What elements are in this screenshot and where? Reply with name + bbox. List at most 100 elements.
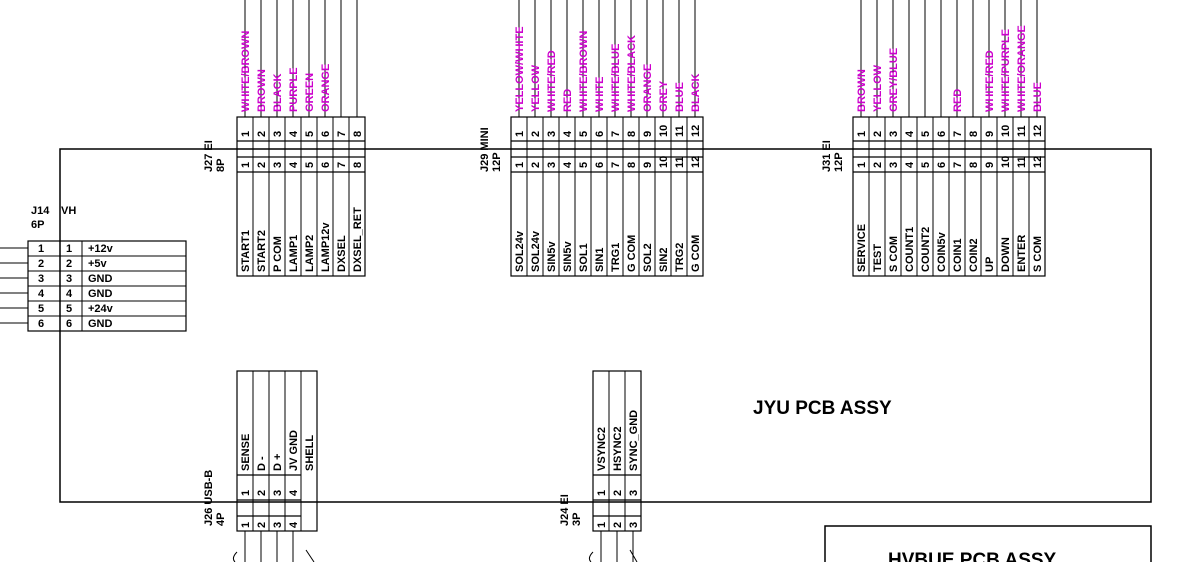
j14-signal-label: GND (88, 318, 113, 330)
j31-pin-number: 12 (1032, 125, 1044, 137)
j27-wire-color-label: GREEN (304, 73, 316, 112)
j31-pin-number: 1 (856, 131, 868, 137)
j27-wire-color-label: ORANGE (320, 64, 332, 112)
j31-pin-number: 5 (920, 131, 932, 137)
j27-wire-color-label: BROWN (256, 69, 268, 112)
j27-pin-number: 5 (304, 131, 316, 137)
j31-pin-count: 12P (833, 152, 845, 172)
j14-pin-number: 6 (66, 318, 72, 330)
j24-signal-label: HSYNC2 (612, 426, 624, 471)
j27-pin-number: 8 (352, 131, 364, 137)
j27-pin-number: 3 (272, 162, 284, 168)
j31-pin-number: 11 (1016, 156, 1028, 168)
j27-connector-label: J27 EI (203, 140, 215, 172)
j31-pin-number: 1 (856, 162, 868, 168)
j31-pin-number: 8 (968, 131, 980, 137)
j31-pin-number: 9 (984, 162, 996, 168)
j24-cable-shield (588, 551, 594, 562)
j27-signal-label: LAMP2 (304, 235, 316, 272)
j24-pin-number: 2 (612, 490, 624, 496)
j29-signal-label: SOL2 (642, 243, 654, 272)
j29-pin-number: 3 (546, 162, 558, 168)
j31-connector-label: J31 EI (821, 140, 833, 172)
j29-pin-count: 12P (491, 152, 503, 172)
j14-signal-label: GND (88, 288, 113, 300)
j14-pin-number: 3 (66, 273, 72, 285)
j29-pin-number: 6 (594, 131, 606, 137)
j24-signal-label: VSYNC2 (596, 427, 608, 471)
j27-signal-label: LAMP1 (288, 235, 300, 272)
j31-wire-color-label: BROWN (856, 69, 868, 112)
j26-pin-number: 1 (240, 490, 252, 496)
j31-pin-number: 12 (1032, 156, 1044, 168)
j29-pin-number: 11 (674, 125, 686, 137)
j26-pin-number: 3 (272, 490, 284, 496)
j27-pin-number: 5 (304, 162, 316, 168)
j29-wire-color-label: YELLOW/WHITE (514, 26, 526, 112)
j31-wire-color-label: RED (952, 89, 964, 112)
j31-pin-number: 6 (936, 162, 948, 168)
j29-wire-color-label: RED (562, 89, 574, 112)
j26-connector-label: J26 USB-B (203, 470, 215, 526)
j31-signal-label: COIN1 (952, 238, 964, 272)
j24-pin-number: 1 (596, 490, 608, 496)
j24-pin-count: 3P (571, 513, 583, 526)
j26-signal-label: D + (272, 454, 284, 471)
j29-wire-color-label: WHITE/RED (546, 50, 558, 112)
j29-pin-number: 1 (514, 162, 526, 168)
j26-pin-number: 2 (256, 490, 268, 496)
j29-wire-color-label: WHITE/BROWN (578, 31, 590, 112)
j29-wire-color-label: BLACK (690, 73, 702, 112)
j31-pin-number: 4 (904, 130, 916, 137)
j31-wire-color-label: BLUE (1032, 82, 1044, 112)
j26-pin-number: 4 (288, 489, 300, 496)
j31-signal-label: S COM (1032, 236, 1044, 272)
j29-wire-color-label: GREY (658, 80, 670, 112)
j31-pin-number: 11 (1016, 125, 1028, 137)
j27-pin-number: 1 (240, 131, 252, 137)
j27-signal-label: DXSEL_RET (352, 207, 364, 272)
j31-pin-number: 10 (1000, 156, 1012, 168)
j29-pin-number: 4 (562, 161, 574, 168)
j31-wire-color-label: WHITE/RED (984, 50, 996, 112)
j24-signal-label: SYNC_GND (628, 410, 640, 471)
j31-pin-number: 3 (888, 162, 900, 168)
j26-pin-number: 4 (288, 521, 300, 528)
j14-pin-number: 1 (66, 243, 72, 255)
j29-signal-label: SIN2 (658, 248, 670, 272)
j14-signal-label: GND (88, 273, 113, 285)
j29-signal-label: G COM (626, 235, 638, 272)
j29-pin-number: 4 (562, 130, 574, 137)
j27-signal-label: LAMP12v (320, 222, 332, 272)
j31-signal-label: COIN5v (936, 231, 948, 272)
j14-connector-type: VH (61, 205, 76, 217)
j29-pin-number: 8 (626, 162, 638, 168)
j31-pin-number: 10 (1000, 125, 1012, 137)
j27-pin-number: 4 (288, 130, 300, 137)
j27-wire-color-label: BLACK (272, 73, 284, 112)
j31-pin-number: 2 (872, 131, 884, 137)
j27-wire-color-label: WHITE/BROWN (240, 31, 252, 112)
j26-signal-label: SENSE (240, 434, 252, 471)
j26-signal-label: D - (256, 456, 268, 471)
j14-pin-number: 6 (38, 318, 44, 330)
j27-signal-label: START1 (240, 230, 252, 272)
j14-signal-label: +12v (88, 243, 114, 255)
j29-wire-color-label: YELLOW (530, 64, 542, 112)
j26-cable-shield (232, 551, 238, 562)
j31-signal-label: UP (984, 257, 996, 272)
j29-pin-number: 12 (690, 156, 702, 168)
j31-signal-label: SERVICE (856, 224, 868, 272)
j14-pin-number: 4 (66, 288, 73, 300)
j29-signal-label: G COM (690, 235, 702, 272)
j29-pin-number: 9 (642, 131, 654, 137)
j29-wire-color-label: WHITE/BLACK (626, 35, 638, 112)
j29-signal-label: SOL1 (578, 243, 590, 272)
j31-pin-number: 6 (936, 131, 948, 137)
j27-pin-number: 8 (352, 162, 364, 168)
j29-signal-label: SIN5v (562, 241, 574, 272)
j29-pin-number: 5 (578, 131, 590, 137)
j24-cable-shield (629, 549, 638, 562)
